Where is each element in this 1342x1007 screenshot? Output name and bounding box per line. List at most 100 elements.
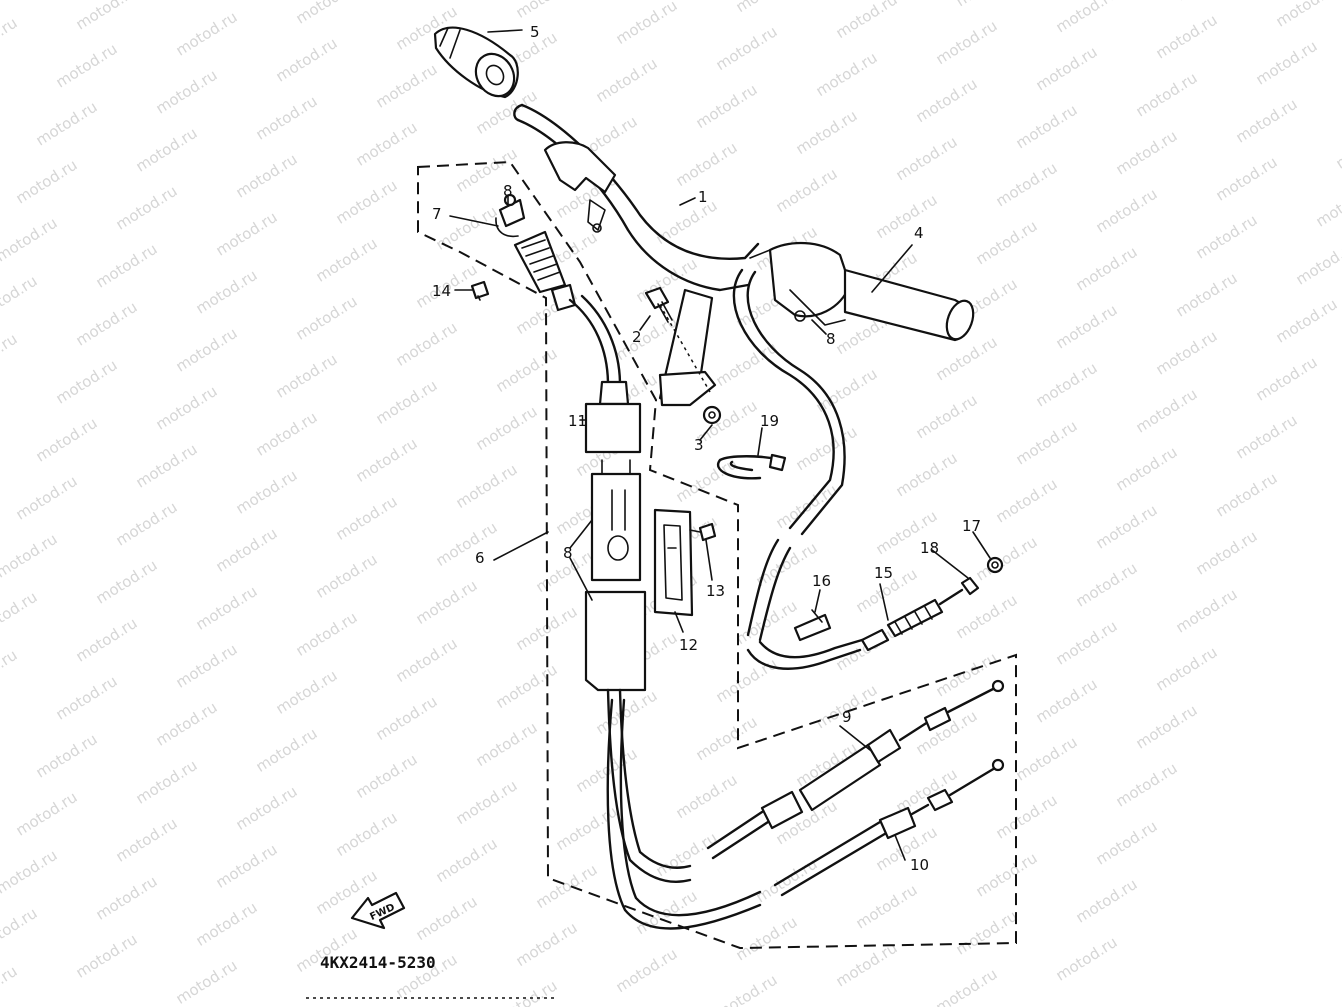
watermark-text: motod.ru xyxy=(1053,301,1121,353)
callout-9: 9 xyxy=(842,708,852,726)
watermark-text: motod.ru xyxy=(273,350,341,402)
watermark-text: motod.ru xyxy=(593,54,661,106)
watermark-text: motod.ru xyxy=(933,965,1001,1007)
watermark-text: motod.ru xyxy=(913,391,981,443)
watermark-text: motod.ru xyxy=(113,182,181,234)
watermark-text: motod.ru xyxy=(893,449,961,501)
watermark-text: motod.ru xyxy=(933,17,1001,69)
watermark-text: motod.ru xyxy=(733,0,801,16)
watermark-text: motod.ru xyxy=(1073,559,1141,611)
watermark-text: motod.ru xyxy=(153,66,221,118)
watermark-text: motod.ru xyxy=(233,466,301,518)
watermark-text: motod.ru xyxy=(713,655,781,707)
callout-18: 18 xyxy=(920,539,939,557)
watermark-text: motod.ru xyxy=(973,533,1041,585)
callout-19: 19 xyxy=(760,412,779,430)
watermark-text: motod.ru xyxy=(73,614,141,666)
watermark-text: motod.ru xyxy=(413,576,481,628)
watermark-text: motod.ru xyxy=(173,324,241,376)
watermark-text: motod.ru xyxy=(733,597,801,649)
callout-6: 6 xyxy=(475,549,485,567)
watermark-text: motod.ru xyxy=(0,14,20,66)
watermark-text: motod.ru xyxy=(493,660,561,712)
watermark-text: motod.ru xyxy=(353,750,421,802)
watermark-text: motod.ru xyxy=(13,472,81,524)
callout-1: 1 xyxy=(698,188,708,206)
watermark-text: motod.ru xyxy=(933,649,1001,701)
watermark-text: motod.ru xyxy=(73,0,141,33)
watermark-text: motod.ru xyxy=(433,834,501,886)
watermark-text: motod.ru xyxy=(973,849,1041,901)
watermark-text: motod.ru xyxy=(373,60,441,112)
watermark-text: motod.ru xyxy=(273,666,341,718)
watermark-text: motod.ru xyxy=(393,318,461,370)
watermark-text: motod.ru xyxy=(733,913,801,965)
watermark-text: motod.ru xyxy=(1113,759,1181,811)
watermark-text: motod.ru xyxy=(1193,527,1261,579)
watermark-text: motod.ru xyxy=(793,106,861,158)
watermark-text: motod.ru xyxy=(133,440,201,492)
watermark-text: motod.ru xyxy=(253,724,321,776)
watermark-text: motod.ru xyxy=(893,765,961,817)
watermark-text: motod.ru xyxy=(273,34,341,86)
watermark-text: motod.ru xyxy=(1093,185,1161,237)
watermark-text: motod.ru xyxy=(453,460,521,512)
watermark-text: motod.ru xyxy=(493,976,561,1007)
watermark-text: motod.ru xyxy=(1233,411,1301,463)
watermark-text: motod.ru xyxy=(173,640,241,692)
watermark-text: motod.ru xyxy=(713,971,781,1007)
watermark-text: motod.ru xyxy=(1073,243,1141,295)
watermark-text: motod.ru xyxy=(293,0,361,28)
watermark-text: motod.ru xyxy=(1153,11,1221,63)
watermark-text: motod.ru xyxy=(1133,701,1201,753)
callout-4: 4 xyxy=(914,224,924,242)
watermark-text: motod.ru xyxy=(673,138,741,190)
watermark-text: motod.ru xyxy=(1013,733,1081,785)
watermark-text: motod.ru xyxy=(653,196,721,248)
watermark-text: motod.ru xyxy=(0,214,60,266)
watermark-text: motod.ru xyxy=(53,356,121,408)
watermark-text: motod.ru xyxy=(433,202,501,254)
watermark-text: motod.ru xyxy=(93,872,161,924)
nut xyxy=(702,405,722,425)
watermark-text: motod.ru xyxy=(1193,211,1261,263)
watermark-text: motod.ru xyxy=(93,240,161,292)
watermark-text: motod.ru xyxy=(1173,585,1241,637)
callout-15: 15 xyxy=(874,564,893,582)
throttle-cables xyxy=(732,268,864,670)
watermark-text: motod.ru xyxy=(233,782,301,834)
adjuster-assembly xyxy=(793,556,1004,652)
watermark-text: motod.ru xyxy=(1333,121,1342,173)
watermark-text: motod.ru xyxy=(473,718,541,770)
watermark-text: motod.ru xyxy=(0,0,40,7)
watermark-text: motod.ru xyxy=(153,382,221,434)
watermark-text: motod.ru xyxy=(353,434,421,486)
watermark-text: motod.ru xyxy=(1093,817,1161,869)
watermark-text: motod.ru xyxy=(953,591,1021,643)
watermark-text: motod.ru xyxy=(373,692,441,744)
callout-5: 5 xyxy=(530,23,540,41)
watermark-text: motod.ru xyxy=(813,48,881,100)
watermark-text: motod.ru xyxy=(1013,417,1081,469)
watermark-text: motod.ru xyxy=(1253,353,1321,405)
watermark-text: motod.ru xyxy=(333,176,401,228)
watermark-text: motod.ru xyxy=(1173,269,1241,321)
watermark-text: motod.ru xyxy=(1273,0,1341,31)
watermark-text: motod.ru xyxy=(753,539,821,591)
watermark-text: motod.ru xyxy=(113,498,181,550)
watermark-text: motod.ru xyxy=(993,791,1061,843)
watermark-text: motod.ru xyxy=(353,118,421,170)
watermark-text: motod.ru xyxy=(453,776,521,828)
watermark-text: motod.ru xyxy=(693,713,761,765)
watermark-text: motod.ru xyxy=(713,22,781,74)
watermark-text: motod.ru xyxy=(0,904,40,956)
watermark-text: motod.ru xyxy=(533,860,601,912)
watermark-text: motod.ru xyxy=(393,634,461,686)
watermark-text: motod.ru xyxy=(293,292,361,344)
watermark-text: motod.ru xyxy=(133,756,201,808)
watermark-text: motod.ru xyxy=(0,646,20,698)
watermark-text: motod.ru xyxy=(493,344,561,396)
watermark-text: motod.ru xyxy=(933,333,1001,385)
watermark-text: motod.ru xyxy=(1213,469,1281,521)
watermark-text: motod.ru xyxy=(1033,359,1101,411)
